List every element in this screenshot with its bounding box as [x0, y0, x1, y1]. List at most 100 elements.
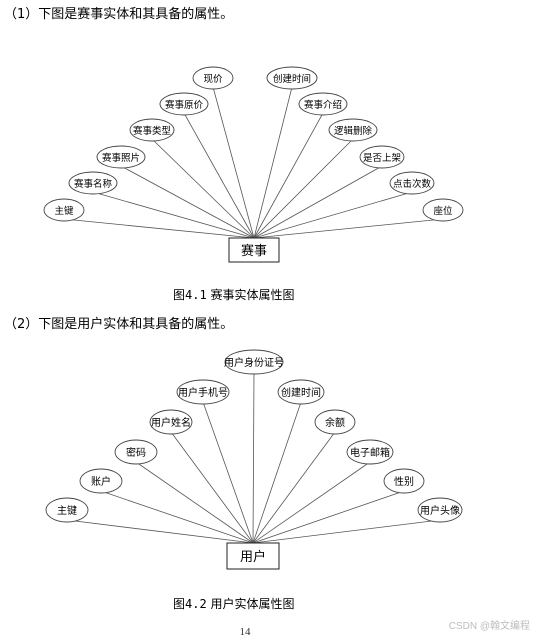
- attribute-ellipse: [149, 409, 193, 435]
- attribute-ellipse: [266, 66, 318, 90]
- attribute-node: 赛事原价: [159, 92, 209, 116]
- attribute-ellipse: [79, 468, 123, 494]
- section-1-heading: （1）下图是赛事实体和其具备的属性。: [4, 7, 234, 22]
- relationship-line: [135, 461, 254, 544]
- attribute-ellipse: [417, 497, 463, 523]
- relationship-line: [252, 371, 255, 544]
- relationship-line: [92, 191, 255, 239]
- relationship-line: [253, 218, 444, 239]
- attribute-node: 性别: [383, 468, 425, 494]
- caption-number: 4.1: [185, 288, 207, 302]
- entity-node: 赛事: [228, 237, 280, 263]
- attribute-ellipse: [176, 379, 230, 405]
- attribute-label: 主键: [54, 205, 74, 217]
- entity-label: 赛事: [241, 243, 267, 259]
- relationship-line: [253, 86, 293, 239]
- attribute-node: 赛事名称: [68, 171, 118, 195]
- attribute-node: 账户: [79, 468, 123, 494]
- entity-box: [228, 237, 280, 263]
- relationship-line: [202, 401, 254, 544]
- attribute-label: 创建时间: [281, 386, 321, 399]
- attribute-ellipse: [383, 468, 425, 494]
- attribute-label: 是否上架: [363, 153, 402, 164]
- attribute-node: 电子邮箱: [346, 439, 394, 465]
- relationship-line: [252, 461, 371, 544]
- watermark: CSDN @翰文编程: [448, 621, 530, 632]
- attribute-ellipse: [114, 439, 158, 465]
- attribute-label: 点击次数: [393, 178, 432, 190]
- attribute-label: 赛事照片: [102, 152, 140, 164]
- attribute-label: 用户头像: [420, 504, 460, 517]
- caption-text: 赛事实体属性图: [210, 288, 295, 302]
- attribute-label: 用户身份证号: [224, 356, 284, 369]
- attribute-ellipse: [359, 145, 405, 169]
- attribute-ellipse: [43, 198, 85, 222]
- attribute-node: 用户手机号: [176, 379, 230, 405]
- attribute-label: 赛事类型: [133, 125, 172, 137]
- attribute-label: 电子邮箱: [350, 446, 390, 459]
- relationship-line: [183, 112, 255, 239]
- attribute-label: 余额: [325, 416, 345, 429]
- caption-prefix: 图: [173, 597, 186, 611]
- attribute-node: 赛事照片: [96, 145, 146, 169]
- attribute-ellipse: [224, 349, 284, 375]
- attribute-label: 用户姓名: [151, 416, 191, 429]
- attribute-label: 赛事介绍: [304, 99, 342, 111]
- attribute-node: 现价: [192, 66, 234, 90]
- attribute-node: 余额: [314, 409, 356, 435]
- attribute-ellipse: [159, 92, 209, 116]
- attribute-node: 创建时间: [266, 66, 318, 90]
- relationship-line: [253, 138, 354, 239]
- attribute-ellipse: [68, 171, 118, 195]
- entity-box: [226, 542, 280, 570]
- attribute-ellipse: [389, 171, 435, 195]
- attribute-label: 赛事原价: [165, 99, 204, 111]
- relationship-line: [253, 191, 413, 239]
- caption-text: 用户实体属性图: [210, 597, 295, 611]
- figure-caption-4-2: 图4.2 用户实体属性图: [173, 595, 295, 612]
- attribute-ellipse: [422, 198, 464, 222]
- attribute-label: 座位: [433, 205, 453, 217]
- attribute-ellipse: [277, 379, 325, 405]
- attribute-label: 创建时间: [273, 73, 311, 85]
- attribute-node: 用户姓名: [149, 409, 193, 435]
- attribute-node: 赛事介绍: [298, 92, 348, 116]
- attribute-node: 点击次数: [389, 171, 435, 195]
- attribute-label: 逻辑删除: [334, 125, 373, 137]
- attribute-node: 主键: [45, 497, 89, 523]
- attribute-label: 赛事名称: [74, 178, 113, 190]
- attribute-ellipse: [192, 66, 234, 90]
- attribute-ellipse: [346, 439, 394, 465]
- relationship-line: [100, 490, 254, 544]
- attribute-ellipse: [298, 92, 348, 116]
- relationship-line: [212, 86, 255, 239]
- page-number: 14: [239, 626, 251, 638]
- relationship-line: [252, 519, 441, 544]
- relationship-line: [252, 431, 336, 544]
- relationship-line: [120, 165, 255, 239]
- entity-node: 用户: [226, 542, 280, 570]
- attribute-label: 用户手机号: [178, 386, 228, 399]
- attribute-ellipse: [45, 497, 89, 523]
- attribute-ellipse: [96, 145, 146, 169]
- caption-prefix: 图: [173, 288, 186, 302]
- attribute-ellipse: [129, 118, 175, 142]
- attribute-label: 现价: [203, 74, 223, 85]
- attribute-node: 座位: [422, 198, 464, 222]
- attribute-label: 账户: [91, 475, 111, 488]
- attribute-node: 密码: [114, 439, 158, 465]
- relationship-line: [253, 112, 324, 239]
- relationship-line: [151, 138, 255, 239]
- figure-caption-4-1: 图4.1 赛事实体属性图: [173, 286, 295, 303]
- caption-number: 4.2: [185, 597, 207, 611]
- relationship-line: [66, 519, 254, 544]
- attribute-label: 性别: [394, 475, 414, 488]
- relationship-line: [63, 218, 255, 239]
- er-diagram-competition: 主键 赛事名称 赛事照片 赛事类型 赛事原价 现价 创建时间赛事介绍逻辑删除是否上架点击次数…: [43, 66, 464, 263]
- relationship-line: [252, 490, 405, 544]
- attribute-node: 是否上架: [359, 145, 405, 169]
- attribute-label: 主键: [57, 504, 77, 517]
- attribute-node: 用户身份证号: [224, 349, 284, 375]
- relationship-line: [170, 431, 254, 544]
